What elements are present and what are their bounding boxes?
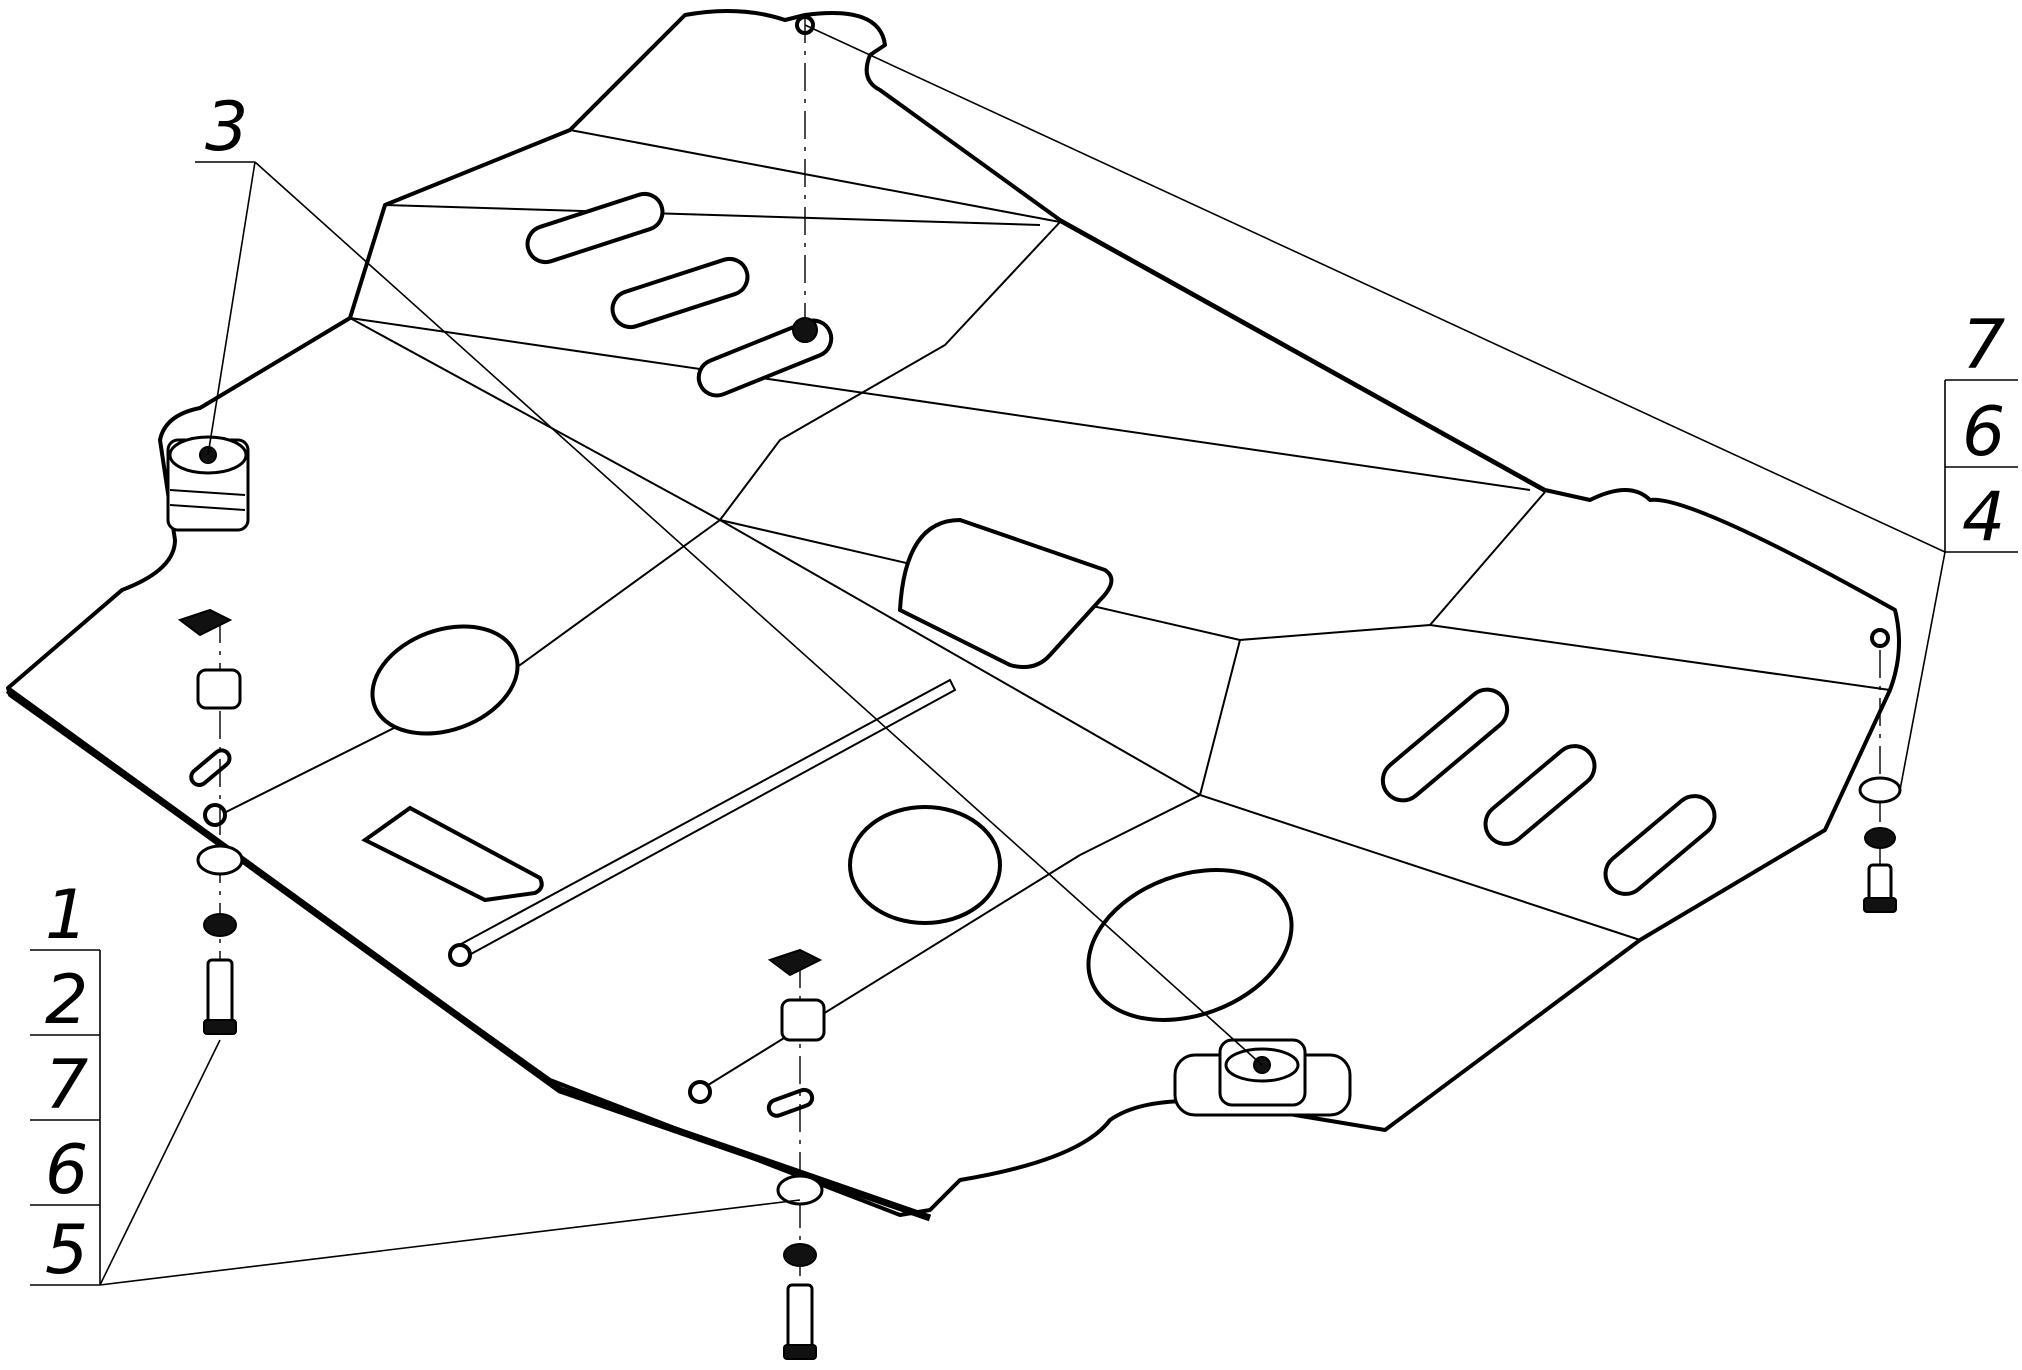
callout-label: 4 [1962,478,2005,557]
clip-nut [767,948,823,977]
callout-stack-left: 1 2 7 6 5 [30,876,101,1290]
skid-plate [5,9,1901,1222]
leader-lines [99,24,1946,1286]
bolt-head [203,1019,237,1035]
fold-line-4 [719,221,1061,521]
fold-line-5 [1079,491,1546,856]
lock-washer [203,913,237,937]
callout-label: 6 [45,1131,88,1210]
vent-slot [1483,744,1597,846]
callout-label: 1 [45,876,88,955]
washer [196,844,244,876]
callout-label: 2 [45,961,88,1040]
mount-hole [203,803,227,827]
fold-line-10 [1429,624,1891,691]
rect-cutout [361,805,544,903]
round-cutout [848,805,1002,925]
fold-line-1 [349,204,1531,491]
lock-washer [1864,827,1896,849]
round-cutout [1086,868,1294,1022]
callout-label: 7 [1962,306,2005,385]
callout-label: 7 [45,1046,88,1125]
vent-slot [610,256,750,330]
washer [776,1174,824,1206]
spacer-sleeve [196,668,242,710]
mount-hole [688,1080,712,1104]
clip-nut [177,608,233,637]
callout-label: 3 [205,88,248,167]
fold-line-8 [449,678,957,961]
callout-stack-right: 7 6 4 [1944,306,2018,557]
vent-slot [1380,687,1510,803]
bolt-head [783,1344,817,1360]
rubber-mount-right [1173,1038,1352,1117]
fold-line-7 [219,519,721,816]
vent-slot [525,191,665,265]
service-cutout [897,517,1114,669]
rubber-mount-left [166,435,250,532]
small-slot [766,1087,815,1118]
washer [1858,776,1902,804]
weld-nut [792,317,818,343]
mount-hole [448,943,472,967]
round-cutout [370,624,520,736]
callout-label: 6 [1962,393,2005,472]
vent-slot [1603,794,1717,896]
fastener-column-middle [767,15,826,1360]
fold-line-6 [719,519,1641,941]
fold-line-9 [699,854,1081,1091]
mount-hole [1870,628,1890,648]
spacer-sleeve [780,998,826,1042]
bolt-head [1863,897,1897,913]
fastener-column-left [177,608,244,1035]
callout-top-left: 3 [205,88,248,167]
callout-label: 5 [45,1211,88,1290]
lock-washer [783,1243,817,1267]
